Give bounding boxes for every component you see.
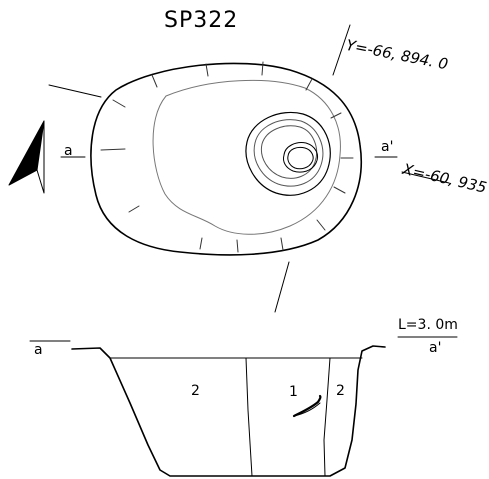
x-coordinate-leader (401, 171, 450, 184)
plan-section-line-bottom (274, 261, 290, 313)
layer-label: 2 (191, 383, 200, 399)
artifact-shape (292, 394, 322, 418)
rim-hachures (100, 61, 354, 253)
pit-contour-5 (287, 146, 314, 170)
section-mark-left: a (34, 342, 43, 358)
y-coordinate-leader (332, 24, 351, 76)
pit-contour-2 (253, 119, 324, 187)
plan-section-mark-left: a (64, 143, 73, 159)
layer-label: 1 (289, 384, 298, 400)
layer-label: 2 (336, 383, 345, 399)
pit-outer-outline (90, 62, 362, 256)
layer-divider-2 (323, 357, 331, 477)
section-profile-outline (71, 345, 386, 477)
figure-title: SP322 (164, 8, 239, 33)
layer-divider-1 (245, 357, 253, 477)
section-mark-right: a' (429, 340, 442, 356)
pit-contour-3 (260, 125, 318, 179)
plan-section-mark-right: a' (381, 139, 394, 155)
plan-section-line-left (48, 84, 102, 98)
pit-slope-line (152, 79, 341, 235)
pit-contour-1 (245, 111, 331, 196)
level-label: L=3. 0m (398, 317, 458, 333)
pit-contour-4 (283, 142, 319, 173)
